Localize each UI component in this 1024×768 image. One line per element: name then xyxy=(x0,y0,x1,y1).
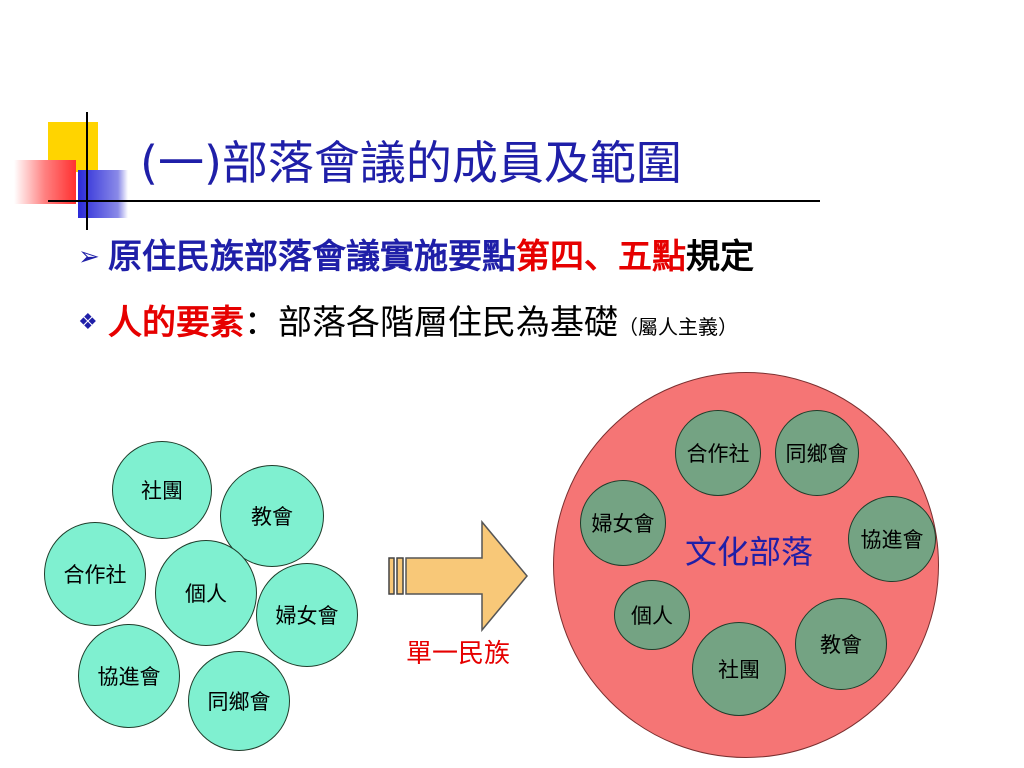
bullet-people-text-2: ：部落各階層住民為基礎 xyxy=(244,303,618,343)
right-circle-church: 教會 xyxy=(795,598,887,690)
bullet-rules: ➢ 原住民族部落會議實施要點第四、五點規定 xyxy=(78,232,754,282)
right-circle-cooperative: 合作社 xyxy=(675,410,761,496)
bullet-people-text-1: 人的要素 xyxy=(108,303,244,343)
arrow-label: 單一民族 xyxy=(405,639,510,669)
vertical-line xyxy=(86,112,88,230)
bullet-people: ❖ 人的要素：部落各階層住民為基礎（屬人主義） xyxy=(78,298,738,352)
right-circle-hometown-assoc: 同鄉會 xyxy=(775,410,859,496)
left-circle-progress-assoc: 協進會 xyxy=(78,624,180,728)
left-circle-club: 社團 xyxy=(112,441,212,539)
corner-decoration xyxy=(0,0,140,230)
right-circle-progress-assoc: 協進會 xyxy=(848,496,936,582)
slide-title: (一)部落會議的成員及範圍 xyxy=(140,136,682,190)
left-circle-individual: 個人 xyxy=(155,540,257,646)
bullet-rules-text-1: 原住民族部落會議實施要點 xyxy=(108,237,516,277)
bullet-people-text-3: （屬人主義） xyxy=(618,315,738,339)
bullet-rules-text-2: 第四、五點 xyxy=(516,237,686,277)
bullet-rules-text-3: 規定 xyxy=(686,237,754,277)
left-circle-hometown-assoc: 同鄉會 xyxy=(188,651,290,751)
left-circle-cooperative: 合作社 xyxy=(44,522,146,626)
arrow-bullet-icon: ➢ xyxy=(78,242,100,272)
right-circle-club: 社團 xyxy=(692,622,786,716)
block-arrow-icon xyxy=(388,519,528,633)
diamond-bullet-icon: ❖ xyxy=(78,310,98,335)
right-circle-individual: 個人 xyxy=(614,580,690,650)
left-circle-church: 教會 xyxy=(220,465,324,567)
right-circle-womens-assoc: 婦女會 xyxy=(580,480,666,566)
red-square xyxy=(14,160,76,204)
cultural-tribe-label: 文化部落 xyxy=(684,533,813,571)
left-circle-womens-assoc: 婦女會 xyxy=(256,563,358,667)
title-underline xyxy=(50,200,820,202)
